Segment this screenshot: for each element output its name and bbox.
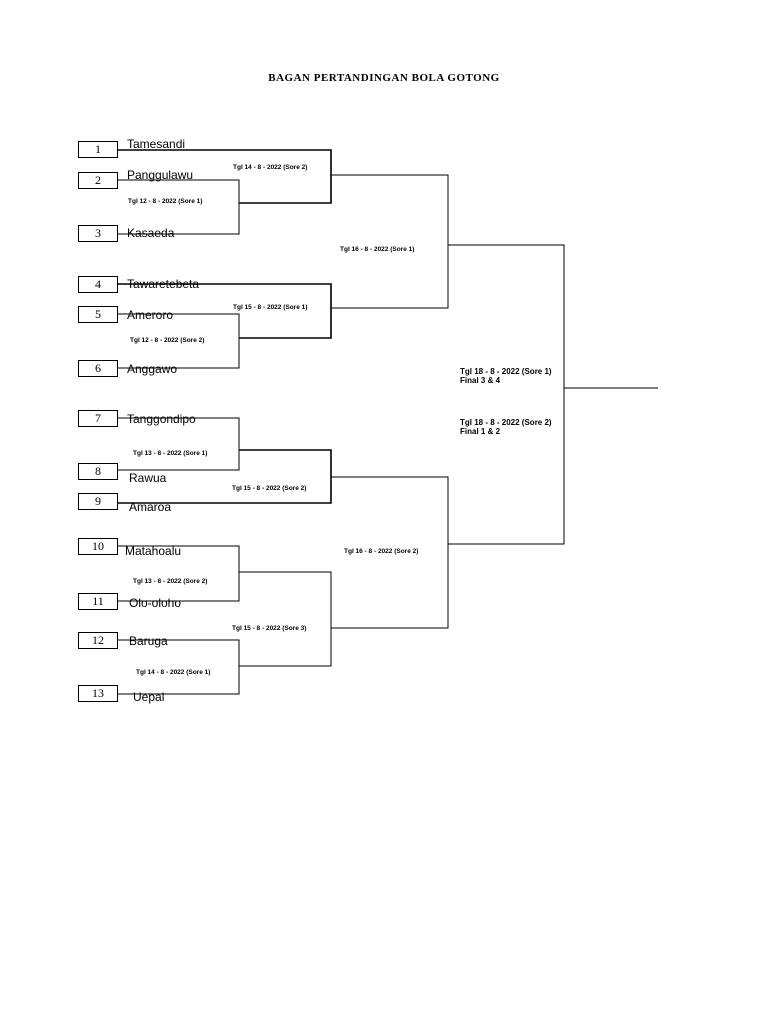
semi-top-date: Tgl 16 - 8 - 2022 (Sore 1) — [340, 246, 415, 253]
seed-box-9: 9 — [78, 493, 118, 510]
team-name-4: Tawaretebeta — [127, 277, 200, 291]
seed-box-6: 6 — [78, 360, 118, 377]
match-date-2-vs-3: Tgl 12 - 8 - 2022 (Sore 1) — [128, 198, 203, 205]
bracket-title: BAGAN PERTANDINGAN BOLA GOTONG — [268, 72, 500, 84]
team-name-3: Kasaeda — [127, 226, 175, 240]
line-5-6 — [118, 313, 240, 369]
seed-box-8: 8 — [78, 463, 118, 480]
third-place-date: Tgl 18 - 8 - 2022 (Sore 1) — [460, 367, 552, 376]
seed-box-2: 2 — [78, 172, 118, 189]
seed-box-5: 5 — [78, 306, 118, 323]
line-semi-top — [331, 174, 449, 309]
line-7-8 — [118, 417, 240, 471]
team-name-9: Amaroa — [129, 500, 172, 514]
team-name-5: Ameroro — [127, 308, 174, 322]
match-date-4-vs-w56: Tgl 15 - 8 - 2022 (Sore 1) — [233, 304, 308, 311]
team-name-13: Uepai — [133, 690, 165, 704]
line-4-w56 — [118, 283, 332, 339]
seed-box-11: 11 — [78, 593, 118, 610]
final-label: Final 1 & 2 — [460, 427, 501, 436]
match-date-10-vs-11: Tgl 13 - 8 - 2022 (Sore 2) — [133, 578, 208, 585]
match-date-7-vs-8: Tgl 13 - 8 - 2022 (Sore 1) — [133, 450, 208, 457]
team-name-8: Rawua — [129, 471, 167, 485]
team-name-1: Tamesandi — [127, 137, 186, 151]
seed-box-3: 3 — [78, 225, 118, 242]
third-place-label: Final 3 & 4 — [460, 376, 501, 385]
match-date-5-vs-6: Tgl 12 - 8 - 2022 (Sore 2) — [130, 337, 205, 344]
final-date: Tgl 18 - 8 - 2022 (Sore 2) — [460, 418, 552, 427]
seed-box-4: 4 — [78, 276, 118, 293]
team-name-11: Olo-oloho — [129, 596, 182, 610]
line-1-w23 — [118, 149, 332, 204]
seed-box-10: 10 — [78, 538, 118, 555]
match-date-1-vs-w23: Tgl 14 - 8 - 2022 (Sore 2) — [233, 164, 308, 171]
match-date-w78-vs-9: Tgl 15 - 8 - 2022 (Sore 2) — [232, 485, 307, 492]
team-name-12: Baruga — [129, 634, 168, 648]
semi-bottom-date: Tgl 16 - 8 - 2022 (Sore 2) — [344, 548, 419, 555]
line-12-13 — [118, 639, 240, 695]
match-date-w1011-vs-w1213: Tgl 15 - 8 - 2022 (Sore 3) — [232, 625, 307, 632]
line-2-3 — [118, 179, 240, 235]
team-name-7: Tanggondipo — [127, 412, 196, 426]
line-w1011-w1213 — [239, 571, 332, 667]
team-name-10: Matahoalu — [125, 544, 182, 558]
team-name-6: Anggawo — [127, 362, 178, 376]
seed-box-7: 7 — [78, 410, 118, 427]
team-name-2: Panggulawu — [127, 168, 194, 182]
seed-box-1: 1 — [78, 141, 118, 158]
line-semi-bottom — [331, 476, 449, 629]
match-date-12-vs-13: Tgl 14 - 8 - 2022 (Sore 1) — [136, 669, 211, 676]
seed-box-13: 13 — [78, 685, 118, 702]
line-10-11 — [118, 545, 240, 602]
seed-box-12: 12 — [78, 632, 118, 649]
line-final — [448, 244, 565, 545]
